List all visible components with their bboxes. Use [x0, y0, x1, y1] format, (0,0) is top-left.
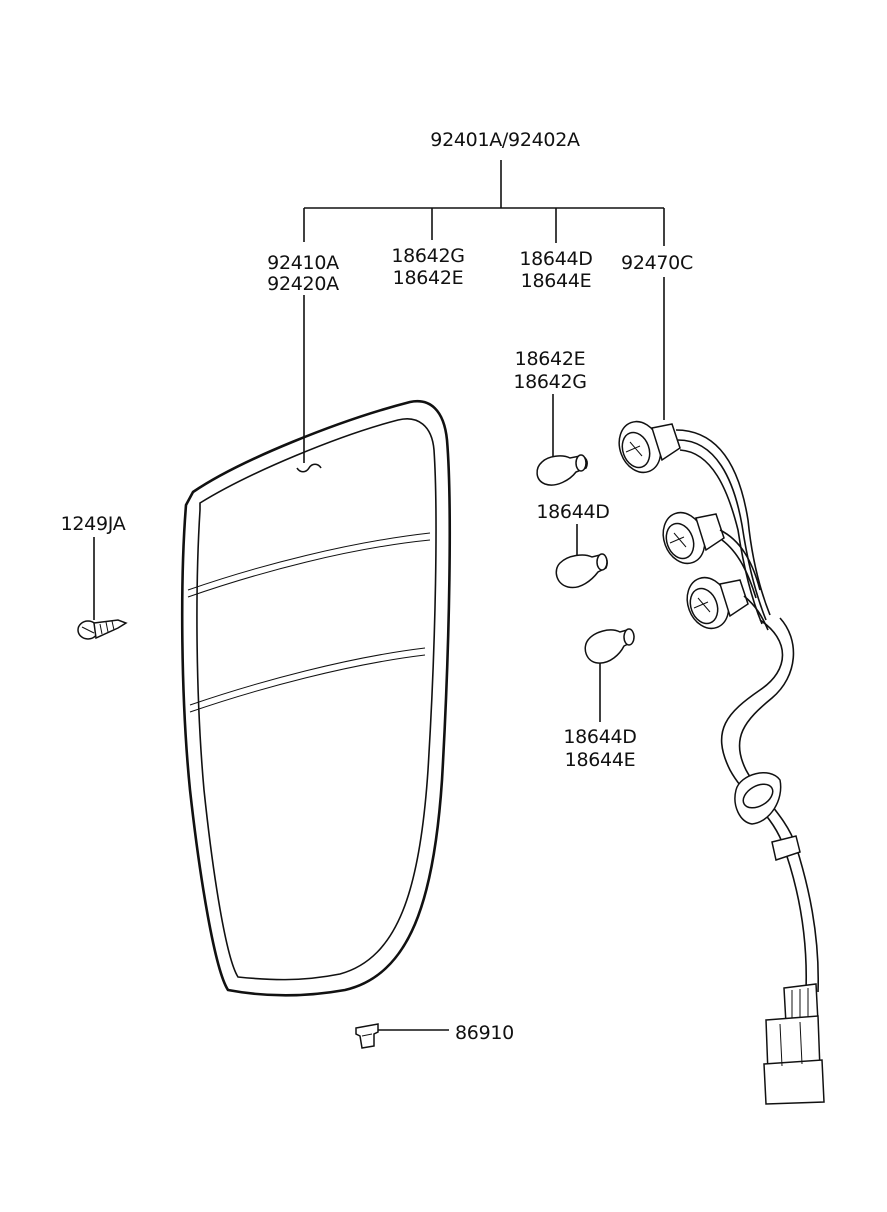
label-bulb-lower-b: 18644E	[565, 749, 636, 771]
label-bulb-e: 18642E	[393, 267, 464, 289]
socket-1-icon	[618, 420, 681, 474]
bulb-lower-icon	[584, 628, 635, 664]
bulb-mid-icon	[555, 553, 608, 589]
label-screw: 1249JA	[61, 513, 126, 535]
label-bulb-mid: 18644D	[536, 501, 609, 523]
label-lens-a: 92410A	[267, 252, 339, 274]
bulb-upper-icon	[536, 454, 588, 486]
label-bulb-d: 18644D	[519, 248, 592, 270]
label-assembly: 92401A/92402A	[430, 129, 580, 151]
clip-icon	[355, 1023, 379, 1049]
label-harness: 92470C	[621, 252, 693, 274]
socket-2-icon	[662, 511, 725, 565]
label-bulb-upper-b: 18642G	[513, 371, 586, 393]
wiring-harness	[618, 420, 825, 1105]
label-bulb-lower-a: 18644D	[563, 726, 636, 748]
label-bulb-e2: 18644E	[521, 270, 592, 292]
socket-3-icon	[686, 576, 749, 630]
label-grommet: 86910	[455, 1022, 514, 1044]
label-lens-b: 92420A	[267, 273, 339, 295]
screw-icon	[77, 619, 128, 640]
leader-lines	[93, 160, 665, 1031]
lamp-lens	[180, 399, 452, 997]
label-bulb-g: 18642G	[391, 245, 464, 267]
label-bulb-upper-a: 18642E	[515, 348, 586, 370]
